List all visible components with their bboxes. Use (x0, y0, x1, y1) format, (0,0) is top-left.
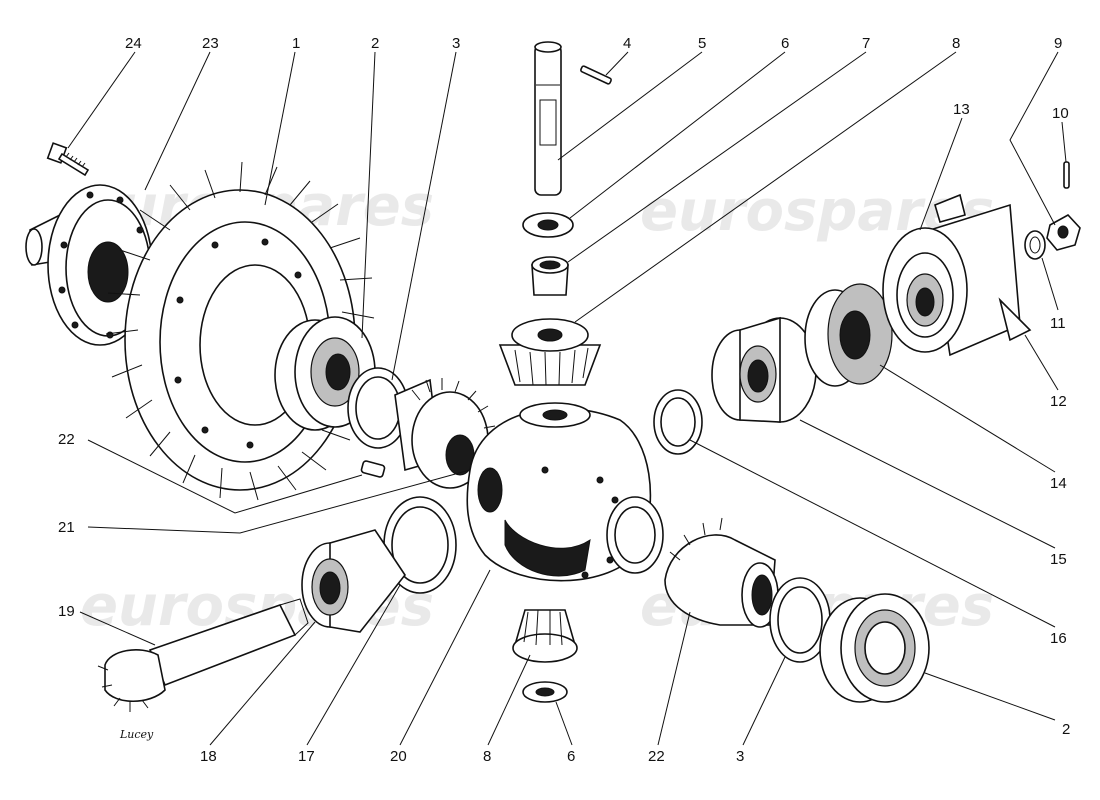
part-thrust-washer-lower (522, 681, 568, 703)
part-shim-upper (347, 367, 409, 449)
callout-12: 12 (1050, 393, 1067, 410)
callout-15: 15 (1050, 551, 1067, 568)
callout-18: 18 (200, 748, 217, 765)
part-seal (804, 283, 893, 387)
part-bushing (531, 256, 569, 296)
part-cross-shaft (534, 41, 562, 196)
callout-22-bottom: 22 (648, 748, 665, 765)
callout-5: 5 (698, 35, 706, 52)
callout-17: 17 (298, 748, 315, 765)
callout-19: 19 (58, 603, 75, 620)
part-washer (653, 389, 703, 455)
part-pinion-shim (383, 496, 457, 594)
callout-3-bottom: 3 (736, 748, 744, 765)
callout-22-left: 22 (58, 431, 75, 448)
callout-13: 13 (953, 101, 970, 118)
callout-16: 16 (1050, 630, 1067, 647)
part-side-gear-lower (664, 517, 779, 628)
callout-6-top: 6 (781, 35, 789, 52)
part-taper-bearing-pinion (301, 529, 406, 633)
part-taper-bearing-right (711, 316, 817, 423)
artist-signature: Lucey (119, 728, 154, 741)
part-split-pin (580, 65, 612, 85)
part-differential-case (466, 402, 664, 582)
leader-lines (67, 51, 1067, 746)
callout-6-bottom: 6 (567, 748, 575, 765)
part-castle-nut (1046, 213, 1081, 251)
callout-9: 9 (1054, 35, 1062, 52)
callout-labels: 24 23 1 2 3 4 5 6 7 8 9 10 13 11 12 14 1… (58, 35, 1070, 765)
callout-14: 14 (1050, 475, 1067, 492)
callout-11: 11 (1050, 315, 1066, 332)
part-planet-pinion-upper (498, 318, 602, 386)
callout-24: 24 (125, 35, 142, 52)
part-planet-pinion-lower (512, 609, 578, 663)
part-bearing-right (819, 593, 930, 703)
callout-3-top: 3 (452, 35, 460, 52)
callout-7: 7 (862, 35, 870, 52)
callout-4: 4 (623, 35, 631, 52)
callout-20: 20 (390, 748, 407, 765)
part-small-washer (1024, 230, 1046, 260)
callout-23: 23 (202, 35, 219, 52)
callout-8-bottom: 8 (483, 748, 491, 765)
part-side-gear-upper (394, 378, 496, 489)
part-roller-pin (360, 460, 386, 478)
part-shim-lower (769, 577, 831, 663)
part-bolt (46, 142, 90, 177)
callout-2-top: 2 (371, 35, 379, 52)
callout-21: 21 (58, 519, 75, 536)
callout-2-bottom: 2 (1062, 721, 1070, 738)
callout-8-top: 8 (952, 35, 960, 52)
callout-1: 1 (292, 35, 300, 52)
part-thrust-washer-upper (522, 212, 574, 238)
part-side-housing (882, 193, 1032, 357)
part-pinion-shaft (97, 598, 309, 712)
part-cotter-pin (1063, 161, 1070, 189)
callout-10: 10 (1052, 105, 1069, 122)
